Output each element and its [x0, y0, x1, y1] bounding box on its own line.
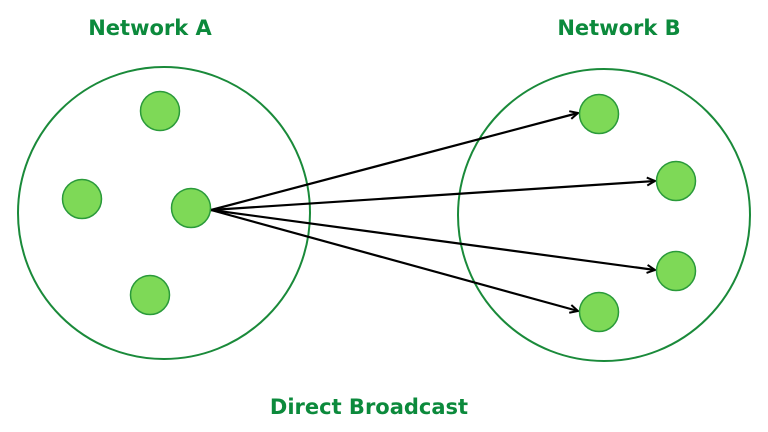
- network-a-node: [129, 274, 171, 316]
- network-b-node: [578, 93, 620, 135]
- network-a-node: [139, 90, 181, 132]
- network-b-node: [578, 291, 620, 333]
- broadcast-arrow: [210, 208, 578, 311]
- broadcast-arrow: [210, 208, 655, 270]
- network-a-node: [61, 178, 103, 220]
- diagram-caption: Direct Broadcast: [269, 395, 469, 419]
- network-a-boundary: [17, 66, 311, 360]
- network-a-source-node: [170, 187, 212, 229]
- network-b-title: Network B: [557, 16, 681, 40]
- broadcast-arrow: [210, 113, 578, 212]
- network-a-title: Network A: [88, 16, 212, 40]
- network-b-boundary: [457, 68, 751, 362]
- broadcast-arrow: [210, 181, 655, 212]
- network-b-node: [655, 250, 697, 292]
- network-b-node: [655, 160, 697, 202]
